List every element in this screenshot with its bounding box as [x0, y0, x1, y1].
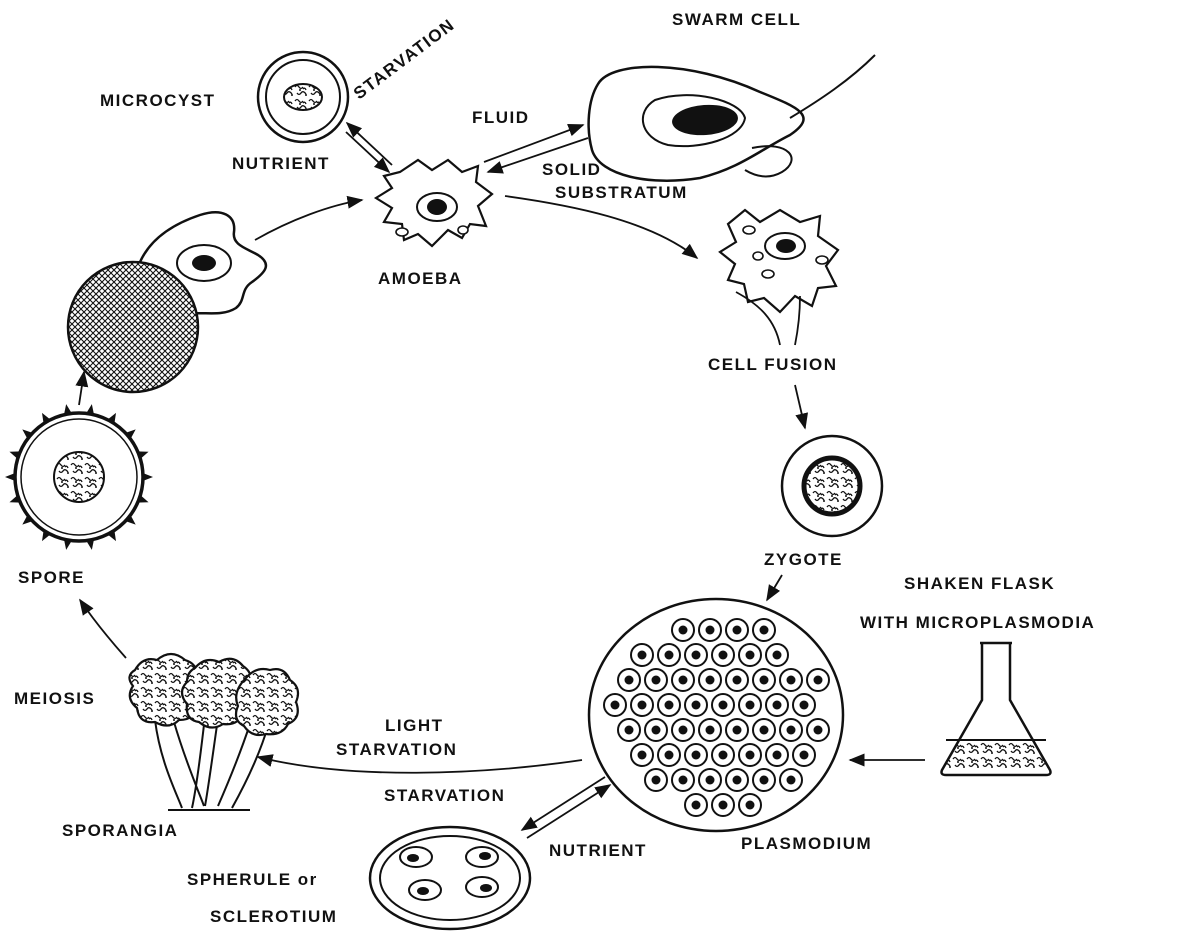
nucleus-dot: [733, 776, 742, 785]
label-plasmodium: PLASMODIUM: [741, 834, 872, 854]
nucleus-dot: [760, 676, 769, 685]
nucleus-dot: [706, 726, 715, 735]
label-sporangia: SPORANGIA: [62, 821, 178, 841]
nucleus-dot: [652, 726, 661, 735]
spore-to-germination-arrow: [79, 372, 84, 405]
microcyst: [258, 52, 348, 142]
nucleus-dot: [760, 776, 769, 785]
nucleus-dot: [733, 676, 742, 685]
shaken-flask: [940, 643, 1052, 775]
nucleus-dot: [706, 776, 715, 785]
nucleus-dot: [773, 751, 782, 760]
sporangia: [129, 654, 298, 810]
nucleus-dot: [625, 726, 634, 735]
nucleus-dot: [692, 701, 701, 710]
nucleus-dot: [719, 651, 728, 660]
nucleus-dot: [746, 751, 755, 760]
nucleus-dot: [746, 651, 755, 660]
label-sclerotium: SCLEROTIUM: [210, 907, 337, 927]
spore-spike: [86, 404, 95, 416]
nucleus-dot: [638, 701, 647, 710]
microcyst-amoeba-arrows: [346, 123, 392, 172]
swarm-cell: [589, 55, 875, 181]
nucleus-dot: [719, 701, 728, 710]
label-meiosis: MEIOSIS: [14, 689, 95, 709]
spore-spike: [5, 473, 16, 482]
label-substratum: SUBSTRATUM: [555, 183, 688, 203]
nucleus-dot: [760, 726, 769, 735]
nucleus-dot: [746, 701, 755, 710]
nucleus-dot: [679, 626, 688, 635]
label-zygote: ZYGOTE: [764, 550, 843, 570]
label-cell-fusion: CELL FUSION: [708, 355, 838, 375]
label-fluid: FLUID: [472, 108, 530, 128]
spore-spike: [64, 404, 73, 416]
nucleus-dot: [706, 676, 715, 685]
nucleus-dot: [719, 751, 728, 760]
spherule: [370, 827, 530, 929]
zygote: [782, 436, 882, 536]
nucleus-dot: [814, 676, 823, 685]
nucleus-dot: [800, 751, 809, 760]
label-starvation-bottom: STARVATION: [384, 786, 505, 806]
nucleus-dot: [733, 626, 742, 635]
label-solid: SOLID: [542, 160, 601, 180]
nucleus-dot: [760, 626, 769, 635]
nucleus-dot: [665, 751, 674, 760]
nucleus-dot: [800, 701, 809, 710]
amoeba-to-fusion-arrow: [505, 196, 697, 258]
label-with-microplasmodia: WITH MICROPLASMODIA: [860, 613, 1095, 633]
spherule-arrows: [522, 777, 610, 838]
nucleus-dot: [679, 676, 688, 685]
nucleus-dot: [746, 801, 755, 810]
fusing-amoeba: [720, 210, 838, 345]
label-spherule-or: SPHERULE or: [187, 870, 318, 890]
spore-spike: [86, 538, 95, 550]
germination-to-amoeba-arrow: [255, 200, 362, 240]
nucleus-dot: [787, 676, 796, 685]
label-microcyst: MICROCYST: [100, 91, 216, 111]
nucleus-dot: [638, 651, 647, 660]
nucleus-dot: [611, 701, 620, 710]
spore-spike: [64, 538, 73, 550]
nucleus-dot: [719, 801, 728, 810]
label-spore: SPORE: [18, 568, 85, 588]
nucleus-dot: [692, 651, 701, 660]
nucleus-dot: [625, 676, 634, 685]
nucleus-dot: [652, 776, 661, 785]
nucleus-dot: [733, 726, 742, 735]
zygote-to-plasmodium-arrow: [767, 575, 782, 600]
nucleus-dot: [773, 651, 782, 660]
label-shaken-flask: SHAKEN FLASK: [904, 574, 1055, 594]
label-swarm-cell: SWARM CELL: [672, 10, 801, 30]
label-nutrient-bottom: NUTRIENT: [549, 841, 647, 861]
nucleus-dot: [787, 776, 796, 785]
nucleus-dot: [706, 626, 715, 635]
label-nutrient-top: NUTRIENT: [232, 154, 330, 174]
amoeba-cell: [376, 160, 492, 246]
label-amoeba: AMOEBA: [378, 269, 463, 289]
plasmodium: [589, 599, 843, 831]
sporangia-to-spore-arrow: [80, 600, 126, 658]
nucleus-dot: [679, 776, 688, 785]
nucleus-dot: [638, 751, 647, 760]
spore-spike: [142, 473, 153, 482]
fusion-to-zygote-arrow: [795, 385, 805, 428]
nucleus-dot: [665, 701, 674, 710]
nucleus-dot: [692, 751, 701, 760]
nucleus-dot: [787, 726, 796, 735]
label-starvation-light: STARVATION: [336, 740, 457, 760]
label-light: LIGHT: [385, 716, 444, 736]
spore: [5, 404, 153, 550]
nucleus-dot: [814, 726, 823, 735]
nucleus-dot: [773, 701, 782, 710]
nucleus-dot: [665, 651, 674, 660]
germinating-spore: [68, 212, 266, 392]
nucleus-dot: [679, 726, 688, 735]
nucleus-dot: [652, 676, 661, 685]
nucleus-dot: [692, 801, 701, 810]
